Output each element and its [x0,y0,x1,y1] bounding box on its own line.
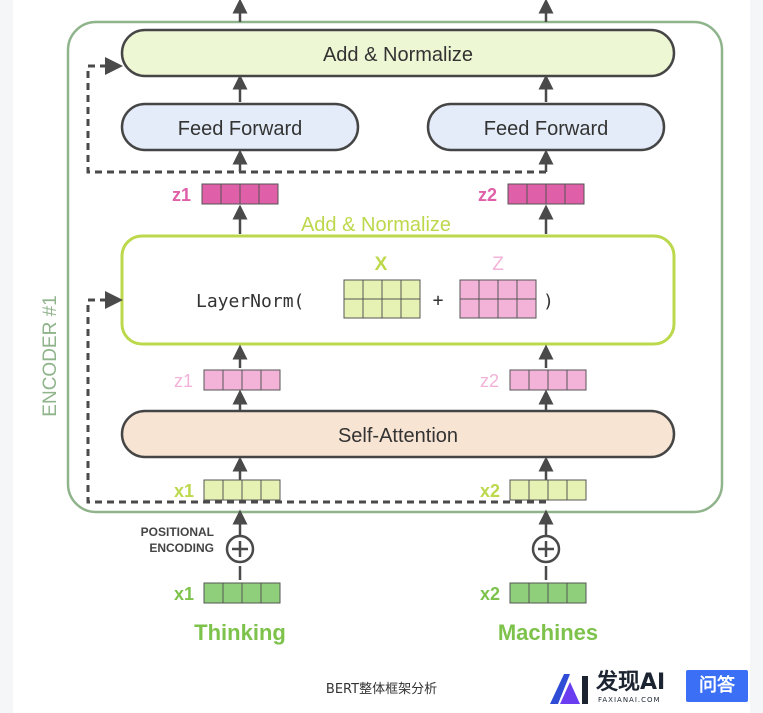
layernorm-plus: + [433,290,444,311]
add-normalize-top-box [120,28,676,78]
feed-forward-label-2: Feed Forward [484,118,609,140]
figure-caption: BERT整体框架分析 [325,682,438,697]
watermark-domain: FAXIANAI.COM [598,696,661,704]
z1-top-label: z1 [172,185,191,205]
feed-forward-label-1: Feed Forward [178,118,303,140]
input-word-2: Machines [498,620,598,645]
encoder-label: ENCODER #1 [40,295,61,416]
layernorm-prefix: LayerNorm( [196,291,304,312]
x2-emb-label: x2 [480,584,500,604]
z1-mid-label: z1 [174,371,193,391]
x2-emb-vector [509,582,587,604]
self-attention-box [120,409,676,459]
z1-mid-vector [203,369,281,391]
z2-mid-label: z2 [480,371,499,391]
x2-enc-label: x2 [480,481,500,501]
input-word-1: Thinking [194,620,286,645]
x-matrix [343,279,421,319]
self-attention-label: Self-Attention [338,425,458,447]
z2-top-label: z2 [478,185,497,205]
encoder-diagram: ENCODER #1 Add & Normalize Feed Forward … [40,0,724,645]
x2-enc-vector [509,479,587,501]
residual-connection-bottom [86,291,546,504]
x-matrix-label: X [375,254,388,275]
add-normalize-top-label: Add & Normalize [323,44,473,66]
positional-encoding-line1: POSITIONAL [141,525,214,539]
positional-encoding-line2: ENCODING [149,541,214,555]
z1-top-vector [201,183,279,205]
z2-mid-vector [509,369,587,391]
layernorm-suffix: ) [543,291,554,312]
watermark-brand: 发现AI [596,670,666,695]
z-matrix [459,279,537,319]
residual-connection-top [86,57,546,174]
add-normalize-mid-label: Add & Normalize [301,214,451,236]
watermark: 发现AI FAXIANAI.COM 问答 [546,668,752,708]
add-positional-icon-2 [531,534,561,564]
x1-enc-label: x1 [174,481,194,501]
encoder-frame [66,20,724,514]
add-positional-icon-1 [225,534,255,564]
x1-emb-label: x1 [174,584,194,604]
ai-logo-icon [550,674,588,704]
z-matrix-label: Z [492,254,504,275]
z2-top-vector [507,183,585,205]
watermark-badge: 问答 [686,670,748,702]
x1-enc-vector [203,479,281,501]
x1-emb-vector [203,582,281,604]
